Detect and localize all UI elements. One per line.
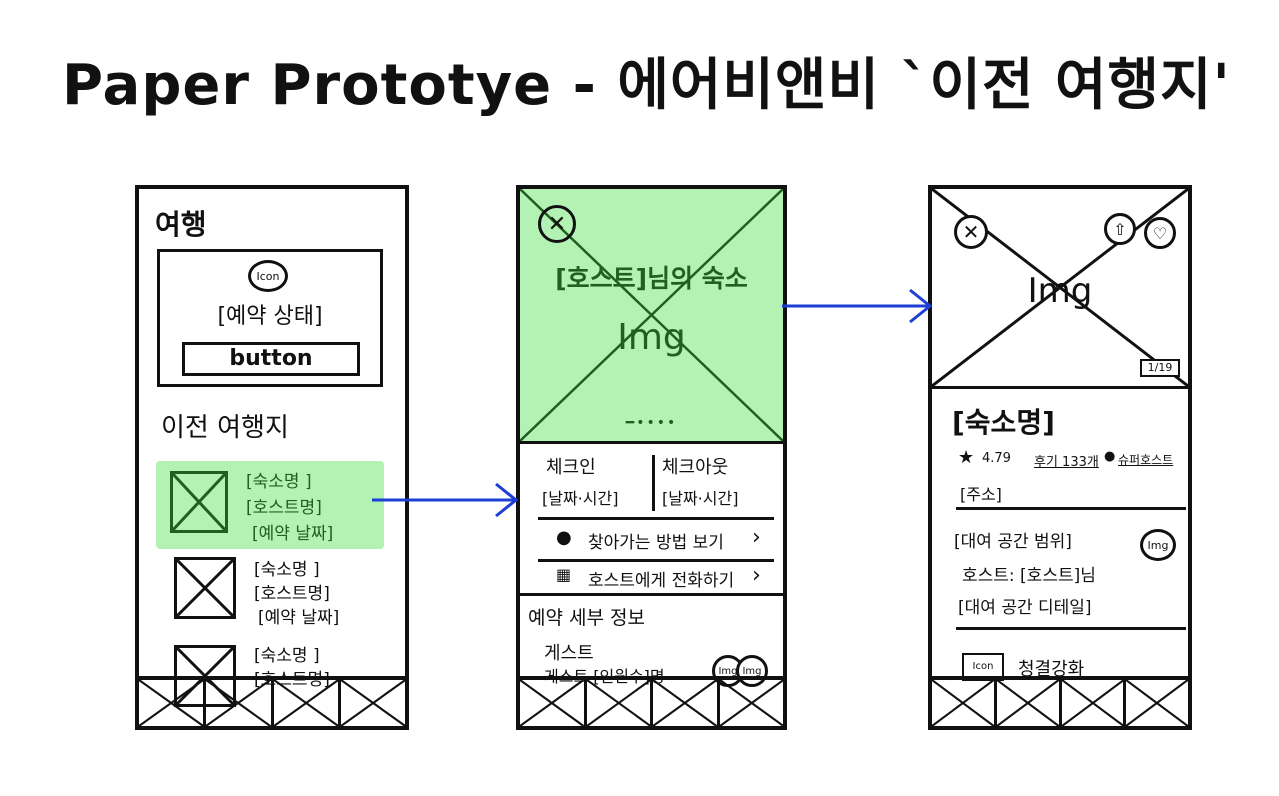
bottom-tab-bar: [932, 676, 1188, 726]
selected-trip-highlight: [156, 461, 384, 549]
trip-name: [숙소명 ]: [254, 560, 320, 580]
tab-placeholder[interactable]: [1126, 680, 1188, 726]
phone-screen-trip-detail: ✕ [호스트]님의 숙소 Img ━•••• 체크인 [날짜·시간] 체크아웃 …: [516, 185, 787, 730]
trip-date: [예약 날짜]: [258, 608, 340, 628]
rental-scope: [대여 공간 범위]: [954, 532, 1072, 552]
rating-value: 4.79: [982, 451, 1011, 466]
contact-host-label: 호스트에게 전화하기: [588, 571, 735, 591]
status-icon: Icon: [248, 260, 288, 292]
guests-label: 게스트: [544, 643, 594, 664]
directions-link-label: 찾아가는 방법 보기: [588, 533, 724, 553]
reservation-details-title: 예약 세부 정보: [528, 607, 645, 629]
star-icon: ★: [958, 447, 975, 468]
listing-hero-title: [호스트]님의 숙소: [555, 264, 748, 293]
photo-counter-badge: 1/19: [1140, 359, 1180, 377]
list-item-trip-2[interactable]: [숙소명 ] [호스트명] [예약 날짜]: [156, 553, 384, 633]
reservation-status-text: [예약 상태]: [217, 304, 323, 329]
share-icon[interactable]: ⇧: [1104, 213, 1136, 245]
close-icon[interactable]: ✕: [538, 205, 576, 243]
tab-placeholder[interactable]: [719, 680, 783, 726]
listing-image-placeholder: ✕ ⇧ ♡ Img 1/19: [932, 189, 1188, 389]
tab-placeholder[interactable]: [586, 680, 653, 726]
trip-name: [숙소명 ]: [246, 472, 312, 492]
tab-placeholder[interactable]: [932, 680, 997, 726]
page-title: Paper Prototye - 에어비앤비 `이전 여행지': [62, 53, 1231, 118]
directions-row[interactable]: ● 찾아가는 방법 보기 ›: [538, 523, 774, 557]
bottom-tab-bar: [139, 676, 405, 726]
listing-name: [숙소명]: [952, 406, 1055, 439]
guest-avatar: Img: [736, 655, 768, 687]
hero-image-placeholder: ✕ [호스트]님의 숙소 Img ━••••: [520, 189, 783, 444]
reservation-status-card: Icon [예약 상태] button: [157, 249, 383, 387]
status-action-button[interactable]: button: [182, 342, 360, 376]
flow-arrow-detail-to-listing: [782, 288, 933, 324]
chevron-right-icon: ›: [752, 525, 761, 550]
tab-placeholder[interactable]: [273, 680, 341, 726]
phone-screen-listing: ✕ ⇧ ♡ Img 1/19 [숙소명] ★ 4.79 후기 133개 ● 슈퍼…: [928, 185, 1192, 730]
trips-heading: 여행: [155, 208, 207, 241]
trip-host: [호스트명]: [246, 498, 322, 518]
tab-placeholder[interactable]: [340, 680, 405, 726]
superhost-label: 슈퍼호스트: [1118, 453, 1174, 467]
chevron-right-icon: ›: [752, 563, 761, 588]
flow-arrow-trip-to-detail: [372, 482, 519, 518]
listing-address[interactable]: [주소]: [960, 485, 1002, 504]
trip-host: [호스트명]: [254, 584, 330, 604]
hero-img-label: Img: [617, 317, 686, 358]
tab-placeholder[interactable]: [653, 680, 720, 726]
tab-placeholder[interactable]: [996, 680, 1062, 726]
section-divider: [520, 593, 783, 596]
rental-detail: [대여 공간 디테일]: [958, 598, 1092, 618]
divider: [538, 559, 774, 562]
list-item-trip-1[interactable]: [숙소명 ] [호스트명] [예약 날짜]: [156, 461, 384, 549]
contact-host-row[interactable]: ▦ 호스트에게 전화하기 ›: [538, 561, 774, 595]
cleaning-icon: Icon: [962, 653, 1004, 681]
enhanced-cleaning-label: 청결강화: [1018, 659, 1085, 680]
listing-img-label: Img: [1027, 271, 1093, 311]
checkout-label: 체크아웃: [662, 457, 729, 478]
phone-screen-trips: 여행 Icon [예약 상태] button 이전 여행지 [숙소명 ] [호스…: [135, 185, 409, 730]
trip-name: [숙소명 ]: [254, 646, 320, 666]
host-line: 호스트: [호스트]님: [962, 566, 1096, 586]
trip-thumbnail-placeholder: [174, 557, 236, 619]
tab-placeholder[interactable]: [1061, 680, 1127, 726]
location-pin-icon: ●: [556, 527, 572, 548]
tab-placeholder[interactable]: [520, 680, 587, 726]
reviews-link[interactable]: 후기 133개: [1034, 455, 1099, 470]
checkout-value: [날짜·시간]: [662, 489, 739, 508]
heart-icon[interactable]: ♡: [1144, 217, 1176, 249]
phone-icon: ▦: [556, 565, 572, 584]
past-trips-title: 이전 여행지: [161, 413, 289, 443]
divider: [956, 627, 1186, 630]
divider: [956, 507, 1186, 510]
trip-thumbnail-placeholder: [170, 471, 228, 533]
checkin-value: [날짜·시간]: [542, 489, 619, 508]
divider: [538, 517, 774, 520]
host-avatar[interactable]: Img: [1140, 529, 1176, 561]
trip-date: [예약 날짜]: [252, 524, 334, 544]
tab-placeholder[interactable]: [139, 680, 207, 726]
close-icon[interactable]: ✕: [954, 215, 988, 249]
image-pager-dots[interactable]: ━••••: [625, 415, 678, 431]
bottom-tab-bar: [520, 676, 783, 726]
checkin-label: 체크인: [546, 457, 596, 478]
superhost-badge-icon: ●: [1104, 449, 1116, 464]
checkin-divider: [652, 455, 655, 511]
tab-placeholder[interactable]: [206, 680, 274, 726]
